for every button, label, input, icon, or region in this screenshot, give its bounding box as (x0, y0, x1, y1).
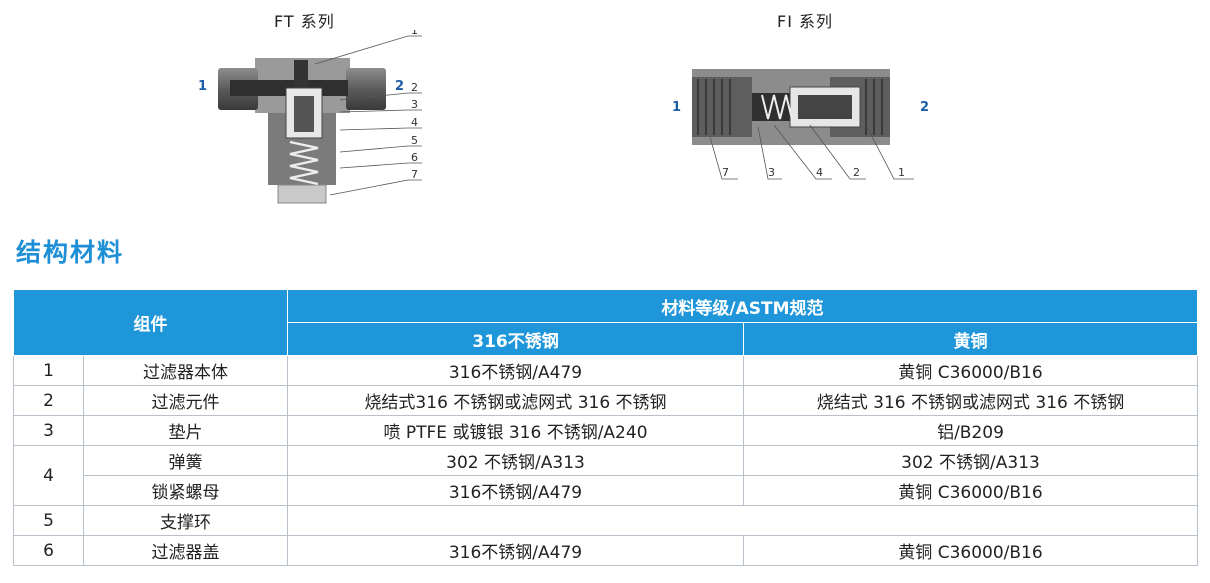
row-number: 2 (13, 385, 84, 416)
component-name: 过滤元件 (83, 385, 288, 416)
component-name: 锁紧螺母 (83, 475, 288, 506)
header-316-stainless: 316不锈钢 (287, 322, 744, 356)
header-component: 组件 (13, 289, 288, 356)
stainless-spec: 烧结式316 不锈钢或滤网式 316 不锈钢 (287, 385, 744, 416)
table-row: 4 弹簧 302 不锈钢/A313 302 不锈钢/A313 (13, 445, 1198, 506)
materials-table: 组件 材料等级/ASTM规范 316不锈钢 黄铜 1 过滤器本体 316不锈钢/… (13, 289, 1198, 566)
header-brass: 黄铜 (743, 322, 1198, 356)
stainless-spec: 316不锈钢/A479 (287, 535, 744, 566)
brass-spec: 黄铜 C36000/B16 (743, 535, 1198, 566)
fi-callout-2: 2 (853, 166, 860, 179)
row-number: 5 (13, 505, 84, 536)
stainless-spec: 喷 PTFE 或镀银 316 不锈钢/A240 (287, 415, 744, 446)
table-row: 锁紧螺母 316不锈钢/A479 黄铜 C36000/B16 (14, 475, 1198, 506)
brass-spec: 黄铜 C36000/B16 (743, 475, 1198, 506)
ft-port-left-label: 1 (198, 79, 207, 94)
fi-series-title: FI 系列 (777, 12, 834, 31)
brass-spec: 铝/B209 (743, 415, 1198, 446)
fi-port-right-label: 2 (920, 100, 929, 115)
component-name: 支撑环 (83, 505, 288, 536)
component-name: 弹簧 (83, 445, 288, 476)
ft-callout-4: 4 (411, 116, 418, 129)
ft-callout-2: 2 (411, 81, 418, 94)
component-name: 过滤器盖 (83, 535, 288, 566)
row-number: 3 (13, 415, 84, 446)
ft-callout-1: 1 (411, 30, 418, 37)
table-row: 1 过滤器本体 316不锈钢/A479 黄铜 C36000/B16 (13, 355, 1198, 386)
table-row: 3 垫片 喷 PTFE 或镀银 316 不锈钢/A240 铝/B209 (13, 415, 1198, 446)
fi-callout-4: 4 (816, 166, 823, 179)
table-row: 6 过滤器盖 316不锈钢/A479 黄铜 C36000/B16 (13, 535, 1198, 566)
table-row: 5 支撑环 (13, 505, 1198, 536)
ft-port-right-label: 2 (395, 79, 404, 94)
brass-spec: 黄铜 C36000/B16 (743, 355, 1198, 386)
support-ring-spec (287, 505, 1198, 536)
fi-series-diagram: 1 2 7 3 4 2 1 (672, 69, 929, 180)
header-material-grade: 材料等级/ASTM规范 (287, 289, 1198, 323)
fi-port-left-label: 1 (672, 100, 681, 115)
ft-callout-7: 7 (411, 168, 418, 181)
row-number: 4 (13, 445, 84, 506)
stainless-spec: 316不锈钢/A479 (287, 475, 744, 506)
section-title: 结构材料 (16, 238, 125, 267)
ft-callout-3: 3 (411, 98, 418, 111)
ft-callout-6: 6 (411, 151, 418, 164)
brass-spec: 302 不锈钢/A313 (743, 445, 1198, 476)
component-name: 过滤器本体 (83, 355, 288, 386)
fi-callout-7: 7 (722, 166, 729, 179)
stainless-spec: 316不锈钢/A479 (287, 355, 744, 386)
ft-series-diagram: 1 2 1 2 3 4 5 6 7 (198, 30, 422, 204)
diagram-area: FT 系列 1 2 (0, 0, 1210, 215)
stainless-spec: 302 不锈钢/A313 (287, 445, 744, 476)
ft-series-title: FT 系列 (274, 12, 335, 31)
fi-callout-3: 3 (768, 166, 775, 179)
component-name: 垫片 (83, 415, 288, 446)
row-number: 1 (13, 355, 84, 386)
ft-callout-5: 5 (411, 134, 418, 147)
fi-callout-1: 1 (898, 166, 905, 179)
brass-spec: 烧结式 316 不锈钢或滤网式 316 不锈钢 (743, 385, 1198, 416)
row-number: 6 (13, 535, 84, 566)
table-row: 2 过滤元件 烧结式316 不锈钢或滤网式 316 不锈钢 烧结式 316 不锈… (13, 385, 1198, 416)
